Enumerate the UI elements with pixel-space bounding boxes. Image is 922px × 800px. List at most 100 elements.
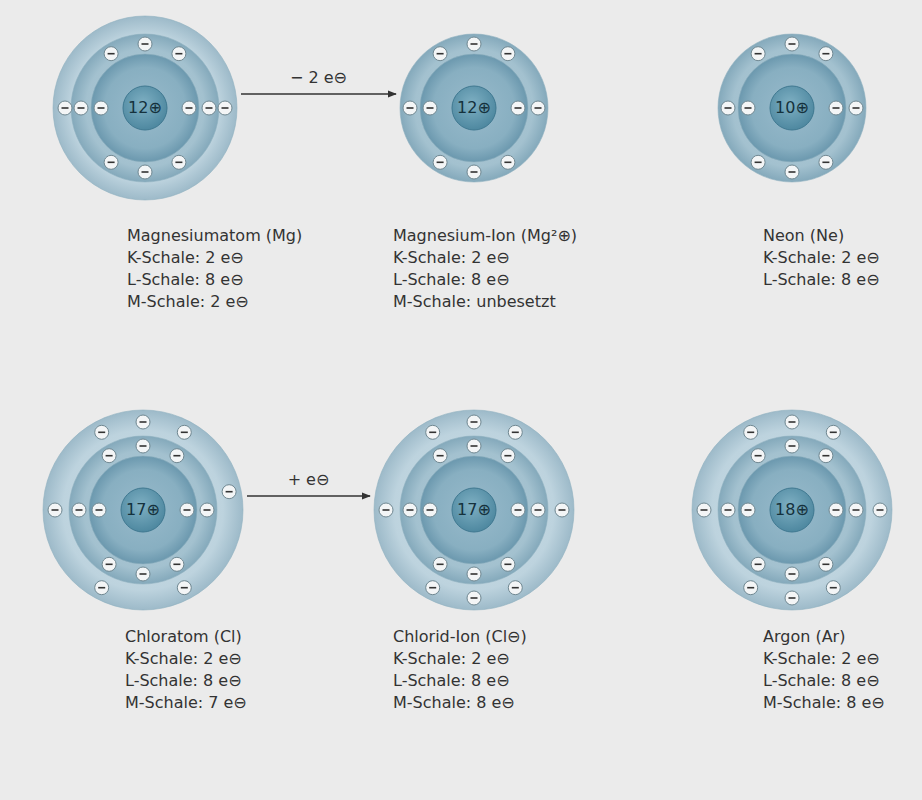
electron xyxy=(751,155,765,169)
electron xyxy=(182,101,196,115)
electron xyxy=(511,101,525,115)
atom-model: 12⊕Magnesium-Ion (Mg²⊕)K-Schale: 2 e⊖L-S… xyxy=(400,34,548,182)
electron xyxy=(501,557,515,571)
shell-occupancy: L-Schale: 8 e⊖ xyxy=(393,270,510,290)
electron xyxy=(511,503,525,517)
electron-shell xyxy=(400,34,548,182)
electron xyxy=(102,557,116,571)
electron xyxy=(218,101,232,115)
atom-name: Magnesiumatom (Mg) xyxy=(127,226,302,246)
reaction-arrow xyxy=(241,93,396,94)
electron xyxy=(849,101,863,115)
nucleus xyxy=(123,86,167,130)
electron-shell xyxy=(69,436,217,584)
atom-name: Argon (Ar) xyxy=(763,627,845,647)
shell-occupancy: K-Schale: 2 e⊖ xyxy=(763,248,880,268)
shell-occupancy: K-Schale: 2 e⊖ xyxy=(763,649,880,669)
electron xyxy=(751,557,765,571)
shell-occupancy: L-Schale: 8 e⊖ xyxy=(763,671,880,691)
electron xyxy=(403,101,417,115)
electron xyxy=(74,101,88,115)
electron xyxy=(819,557,833,571)
electron xyxy=(829,503,843,517)
electron xyxy=(138,37,152,51)
electron xyxy=(177,425,191,439)
atom-model: 12⊕Magnesiumatom (Mg)K-Schale: 2 e⊖L-Sch… xyxy=(53,16,237,200)
electron xyxy=(138,165,152,179)
electron xyxy=(467,37,481,51)
shell-occupancy: L-Schale: 8 e⊖ xyxy=(393,671,510,691)
electron xyxy=(172,155,186,169)
electron xyxy=(751,47,765,61)
electron xyxy=(741,101,755,115)
electron xyxy=(222,485,236,499)
electron xyxy=(58,101,72,115)
electron xyxy=(177,581,191,595)
electron xyxy=(508,581,522,595)
electron xyxy=(873,503,887,517)
electron xyxy=(433,449,447,463)
electron xyxy=(785,37,799,51)
electron xyxy=(200,503,214,517)
electron xyxy=(433,557,447,571)
shell-occupancy: L-Schale: 8 e⊖ xyxy=(763,270,880,290)
shell-occupancy: K-Schale: 2 e⊖ xyxy=(125,649,242,669)
electron xyxy=(531,101,545,115)
electron xyxy=(744,581,758,595)
electron xyxy=(721,101,735,115)
electron xyxy=(172,47,186,61)
electron-shell xyxy=(692,410,892,610)
electron xyxy=(531,503,545,517)
nucleus xyxy=(770,488,814,532)
shell-occupancy: K-Schale: 2 e⊖ xyxy=(393,248,510,268)
electron xyxy=(741,503,755,517)
electron xyxy=(95,425,109,439)
electron xyxy=(170,449,184,463)
electron xyxy=(426,425,440,439)
atom-model: 10⊕Neon (Ne)K-Schale: 2 e⊖L-Schale: 8 e⊖ xyxy=(718,34,866,182)
electron-shell xyxy=(738,456,846,564)
electron-shell xyxy=(91,54,199,162)
electron xyxy=(136,567,150,581)
electron xyxy=(467,165,481,179)
electron xyxy=(785,415,799,429)
electron xyxy=(403,503,417,517)
electron xyxy=(136,415,150,429)
shell-occupancy: M-Schale: 7 e⊖ xyxy=(125,693,247,713)
electron xyxy=(180,503,194,517)
electron xyxy=(721,503,735,517)
electron xyxy=(744,425,758,439)
electron xyxy=(48,503,62,517)
electron xyxy=(819,47,833,61)
electron xyxy=(501,47,515,61)
electron xyxy=(104,47,118,61)
electron xyxy=(501,449,515,463)
electron xyxy=(697,503,711,517)
atom-model: 17⊕Chloratom (Cl)K-Schale: 2 e⊖L-Schale:… xyxy=(43,410,243,610)
electron xyxy=(826,581,840,595)
electron-shell xyxy=(400,436,548,584)
atom-name: Magnesium-Ion (Mg²⊕) xyxy=(393,226,577,246)
nucleus xyxy=(770,86,814,130)
electron xyxy=(501,155,515,169)
atom-name: Chloratom (Cl) xyxy=(125,627,242,647)
electron xyxy=(849,503,863,517)
electron-shell xyxy=(71,34,219,182)
electron xyxy=(826,425,840,439)
electron-shell xyxy=(420,456,528,564)
electron xyxy=(102,449,116,463)
nucleus xyxy=(121,488,165,532)
electron xyxy=(467,415,481,429)
electron xyxy=(467,439,481,453)
electron xyxy=(819,155,833,169)
electron xyxy=(423,503,437,517)
electron xyxy=(467,567,481,581)
electron xyxy=(136,439,150,453)
shell-occupancy: M-Schale: 8 e⊖ xyxy=(393,693,515,713)
electron xyxy=(555,503,569,517)
electron xyxy=(170,557,184,571)
electron-transfer-label: − 2 e⊖ xyxy=(287,68,350,88)
shell-occupancy: L-Schale: 8 e⊖ xyxy=(127,270,244,290)
electron-shell xyxy=(53,16,237,200)
